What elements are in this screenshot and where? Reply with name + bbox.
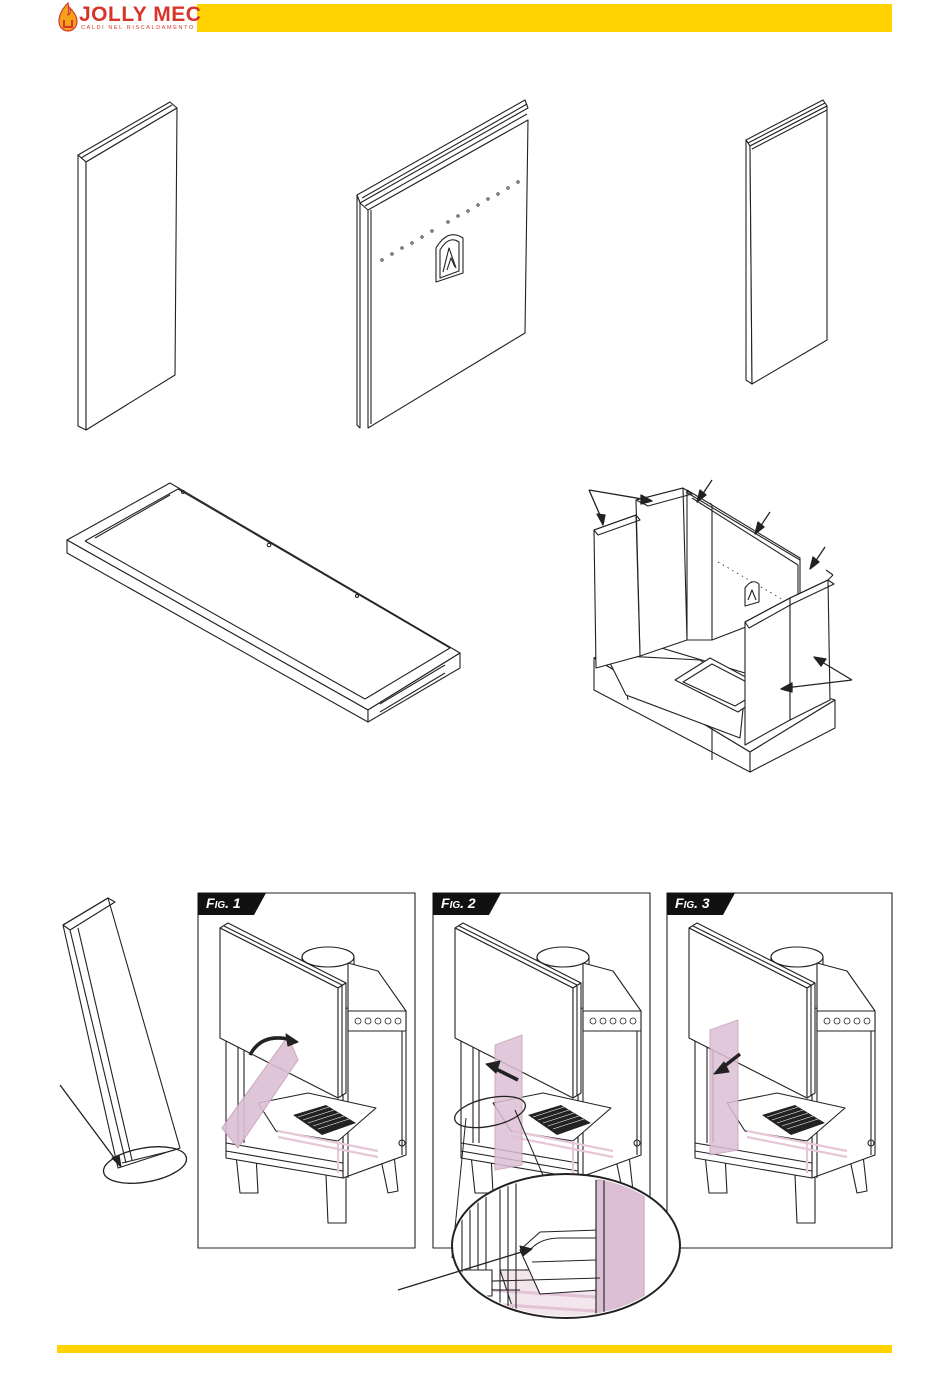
left-side-panel [78, 102, 177, 430]
rear-panel [357, 100, 528, 428]
brand-emblem-icon [436, 235, 463, 282]
figure-2-tab: FIG. 2 [433, 893, 501, 915]
assembled-cladding [589, 480, 852, 772]
base-plate [67, 483, 460, 722]
figure-1-label: FIG. 1 [206, 895, 241, 911]
tilted-side-panel [60, 898, 189, 1189]
figure-3-tab: FIG. 3 [667, 893, 735, 915]
figure-2-label: FIG. 2 [441, 895, 476, 911]
footer-bar [57, 1345, 892, 1353]
right-side-panel [746, 100, 827, 384]
figure-3-label: FIG. 3 [675, 895, 710, 911]
figure-1-tab: FIG. 1 [198, 893, 266, 915]
